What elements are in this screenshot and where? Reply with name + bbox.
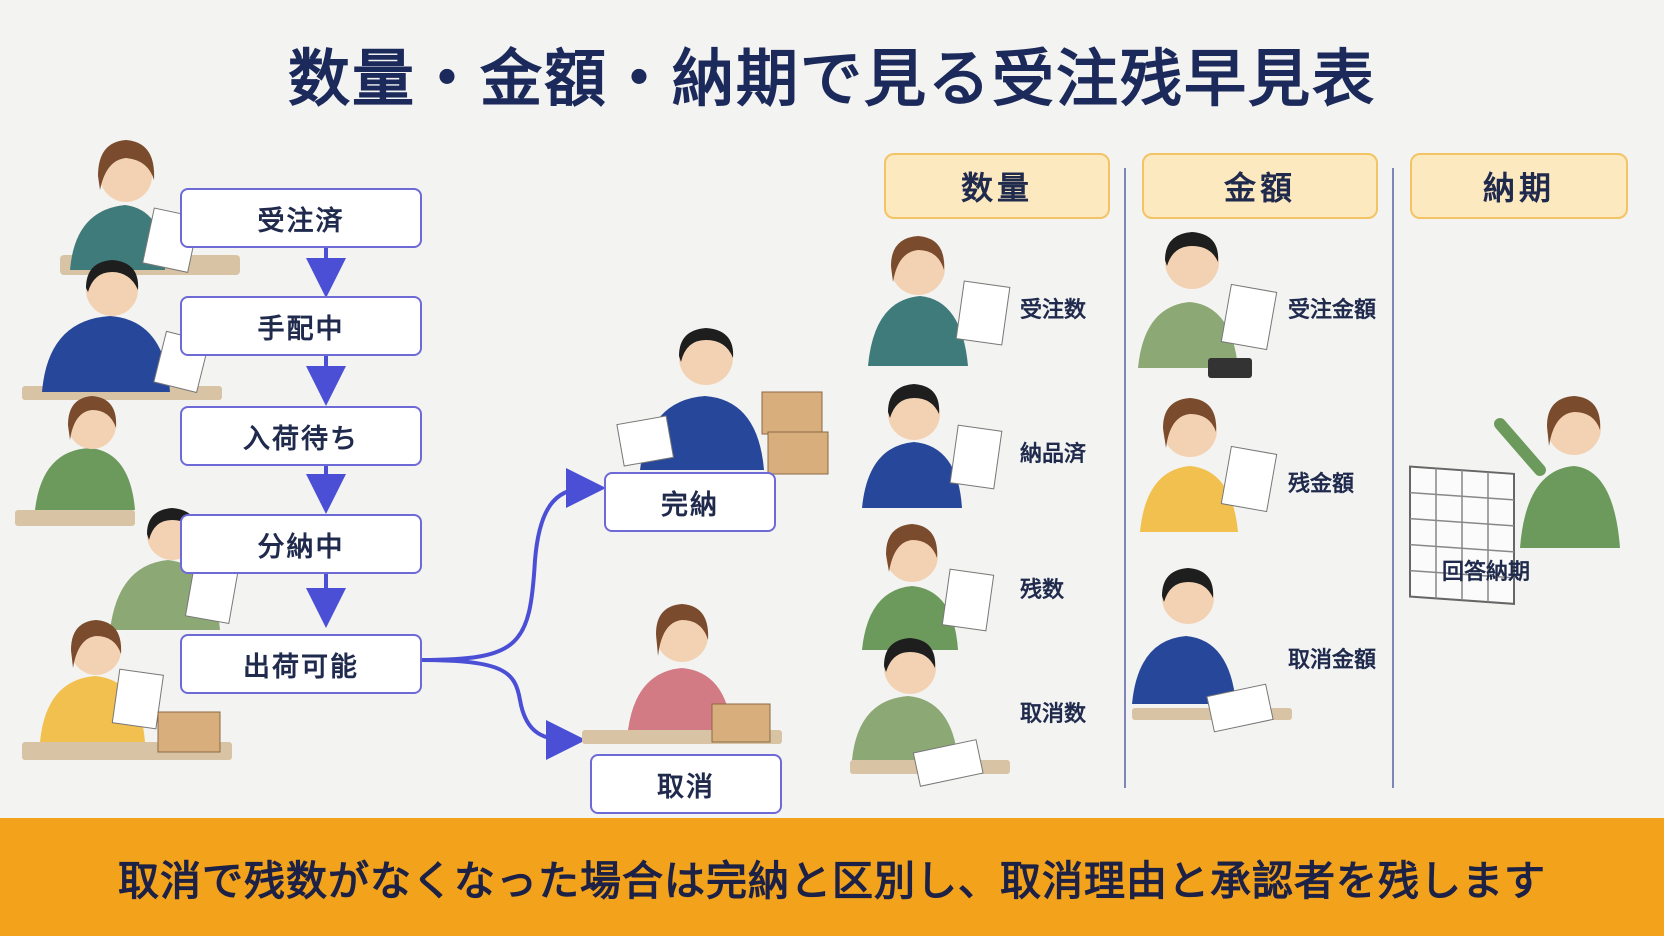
metric-cancelled-quantity: 取消数 — [1020, 702, 1087, 727]
outcome-label: 取消 — [657, 771, 715, 803]
note-text: 取消で残数がなくなった場合は完納と区別し、取消理由と承認者を残します — [118, 857, 1546, 905]
metric-cancelled-amount: 取消金額 — [1288, 648, 1377, 673]
column-header-quantity: 数量 — [884, 153, 1110, 219]
metric-remaining-quantity: 残数 — [1020, 578, 1065, 603]
status-ordered: 受注済 — [180, 188, 422, 248]
outcome-label: 完納 — [661, 489, 719, 521]
page-title: 数量・金額・納期で見る受注残早見表 — [287, 42, 1376, 115]
flow-arrows — [306, 248, 606, 760]
person-icon — [1140, 398, 1278, 532]
calculator-icon — [1208, 358, 1252, 378]
metric-order-amount: 受注金額 — [1288, 298, 1377, 323]
person-icon — [1494, 396, 1620, 548]
outcome-completed: 完納 — [604, 472, 776, 532]
metric-order-quantity: 受注数 — [1020, 298, 1087, 323]
person-icon — [15, 396, 135, 526]
person-icon — [616, 328, 829, 475]
column-header-deadline: 納期 — [1410, 153, 1628, 219]
column-divider — [1392, 168, 1394, 788]
person-icon — [862, 384, 1003, 508]
column-header-amount: 金額 — [1142, 153, 1378, 219]
person-icon — [582, 604, 782, 744]
status-label: 出荷可能 — [243, 651, 359, 683]
column-divider — [1124, 168, 1126, 788]
metric-answered-due-date: 回答納期 — [1442, 560, 1531, 585]
status-label: 受注済 — [257, 205, 345, 237]
branch-arrow-complete-icon — [419, 468, 606, 662]
status-arranging: 手配中 — [180, 296, 422, 356]
status-awaiting-arrival: 入荷待ち — [180, 406, 422, 466]
calendar-icon — [1409, 465, 1515, 605]
metric-delivered-quantity: 納品済 — [1020, 442, 1087, 467]
person-icon — [22, 620, 232, 760]
status-label: 分納中 — [257, 531, 345, 563]
person-icon — [850, 638, 1010, 787]
person-icon — [1138, 232, 1278, 378]
person-icon — [862, 524, 995, 650]
person-icon — [868, 236, 1011, 366]
status-label: 入荷待ち — [243, 423, 359, 455]
person-icon — [1132, 568, 1292, 733]
branch-arrow-cancel-icon — [419, 658, 586, 760]
status-partial-delivery: 分納中 — [180, 514, 422, 574]
person-icon — [22, 260, 222, 400]
note-banner: 取消で残数がなくなった場合は完納と区別し、取消理由と承認者を残します — [0, 818, 1664, 936]
metric-remaining-amount: 残金額 — [1288, 472, 1355, 497]
status-label: 手配中 — [257, 313, 345, 345]
outcome-cancelled: 取消 — [590, 754, 782, 814]
status-ready-to-ship: 出荷可能 — [180, 634, 422, 694]
